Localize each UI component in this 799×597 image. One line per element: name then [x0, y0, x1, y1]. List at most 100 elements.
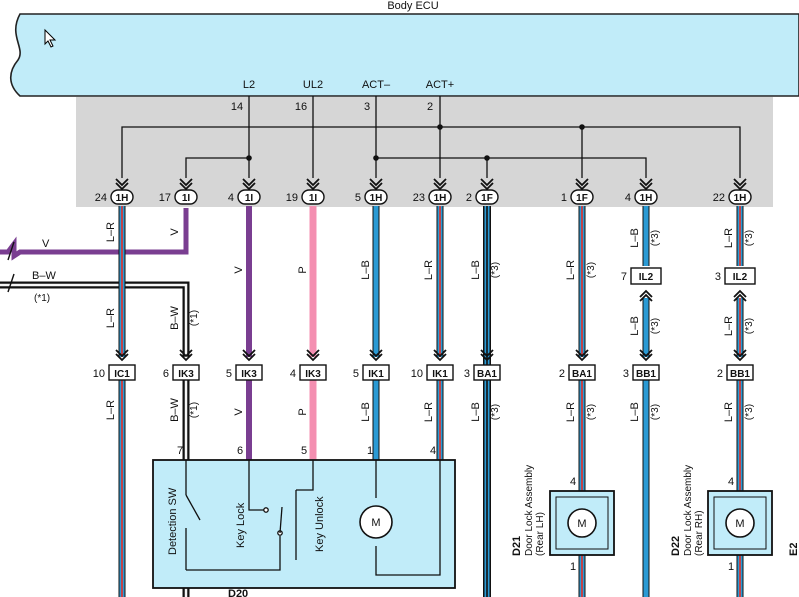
connector-box	[568, 364, 596, 381]
ecu-signal-label: ACT+	[426, 79, 454, 91]
connector-pin: 24	[95, 192, 107, 204]
wire-label: L–B	[470, 402, 482, 422]
wire-label: P	[297, 408, 309, 415]
d21-pin-bottom: 1	[570, 561, 576, 573]
connector-code: IK1	[368, 369, 384, 380]
connector-pin: 10	[93, 368, 105, 380]
connector-pin: 22	[713, 192, 725, 204]
wire-note: (*1)	[189, 310, 200, 326]
mouse-cursor-icon	[44, 28, 57, 48]
connector-code: 1H	[370, 193, 383, 204]
d21-motor-frame	[555, 496, 609, 550]
wire-note: (*3)	[650, 404, 661, 420]
connector-box	[362, 364, 390, 381]
wire-note: (*3)	[650, 230, 661, 246]
connector-pin: 4	[290, 368, 296, 380]
ecu-pin-number: 14	[231, 101, 243, 113]
d20-pin: 6	[237, 445, 243, 457]
connector-pin: 1	[561, 192, 567, 204]
left-bw-wire	[0, 281, 190, 357]
connector-pin: 2	[717, 368, 723, 380]
top-connector: 1F1	[561, 178, 594, 205]
connector-code: BA1	[572, 369, 592, 380]
d20-id-label: D20	[228, 588, 248, 597]
connector-box	[172, 364, 200, 381]
body-ecu-title: Body ECU	[387, 0, 438, 12]
d22-motor-frame	[713, 496, 767, 550]
d20-detection-label: Detection SW	[167, 487, 179, 555]
wire-label: L–R	[723, 316, 735, 336]
connector-box	[632, 364, 660, 381]
d22-motor-label: M	[735, 518, 744, 530]
connector-pin: 5	[353, 368, 359, 380]
wire-note: (*3)	[490, 404, 501, 420]
connector-oval	[174, 189, 198, 205]
connector-pin: 6	[163, 368, 169, 380]
wire-note: (*3)	[744, 404, 755, 420]
wire-label: L–R	[565, 260, 577, 280]
wire-label: L–R	[565, 402, 577, 422]
connector-code: IL2	[639, 272, 654, 283]
connector-pin: 3	[464, 368, 470, 380]
connector-code: 1H	[116, 193, 129, 204]
connector-box	[108, 364, 136, 381]
wire-label: B–W	[169, 305, 181, 329]
wire-group	[118, 206, 744, 597]
connector-pin: 5	[355, 192, 361, 204]
wire-note: (*3)	[744, 318, 755, 334]
d22-id-label: D22	[670, 536, 682, 556]
connector-pin: 10	[411, 368, 423, 380]
wire-label: L–R	[105, 222, 117, 242]
wire-label: L–B	[470, 260, 482, 280]
d20-assembly-box	[152, 459, 456, 589]
top-connector: 1H 22	[713, 178, 752, 205]
connector-oval	[728, 189, 752, 205]
ecu-pin-number: 16	[295, 101, 307, 113]
d21-side-label: (Rear LH)	[535, 512, 546, 556]
connector-pin: 4	[625, 192, 631, 204]
connector-box	[235, 364, 263, 381]
top-connector: 1H4	[625, 178, 658, 205]
wire-label: L–R	[423, 402, 435, 422]
connector-box	[726, 364, 754, 381]
d21-name-label: Door Lock Assembly	[524, 465, 535, 556]
connector-pin: 5	[226, 368, 232, 380]
connector-oval	[301, 189, 325, 205]
connector-code: 1H	[734, 193, 747, 204]
wire-note: (*3)	[586, 262, 597, 278]
connector-oval	[237, 189, 261, 205]
wire-label: L–B	[629, 228, 641, 248]
wire-note: (*3)	[490, 262, 501, 278]
ecu-signal-label: ACT–	[362, 79, 391, 91]
wire-label: L–R	[105, 400, 117, 420]
d21-pin-top: 4	[570, 476, 576, 488]
connector-oval	[110, 189, 134, 205]
connector-code: BA1	[477, 369, 497, 380]
mid-connector: BA1 3	[464, 349, 501, 381]
connector-pin: 19	[286, 192, 298, 204]
connector-code: 1F	[481, 193, 493, 204]
connector-code: BB1	[636, 369, 656, 380]
top-connector: 1H 24	[95, 178, 134, 205]
connector-pin: 2	[559, 368, 565, 380]
connector-code: IK1	[432, 369, 448, 380]
d21-id-label: D21	[511, 536, 523, 556]
connector-pin: 3	[715, 271, 721, 283]
body-ecu-panel	[9, 13, 799, 97]
wire-note: (*3)	[650, 318, 661, 334]
wire-label: L–B	[629, 402, 641, 422]
d22-name-label: Door Lock Assembly	[683, 465, 694, 556]
connector-pin: 2	[466, 192, 472, 204]
connector-box	[724, 267, 756, 285]
wire-note: (*1)	[189, 402, 200, 418]
d20-pin: 1	[367, 445, 373, 457]
wire-label: L–R	[723, 402, 735, 422]
connector-oval	[364, 189, 388, 205]
connector-pin: 23	[413, 192, 425, 204]
